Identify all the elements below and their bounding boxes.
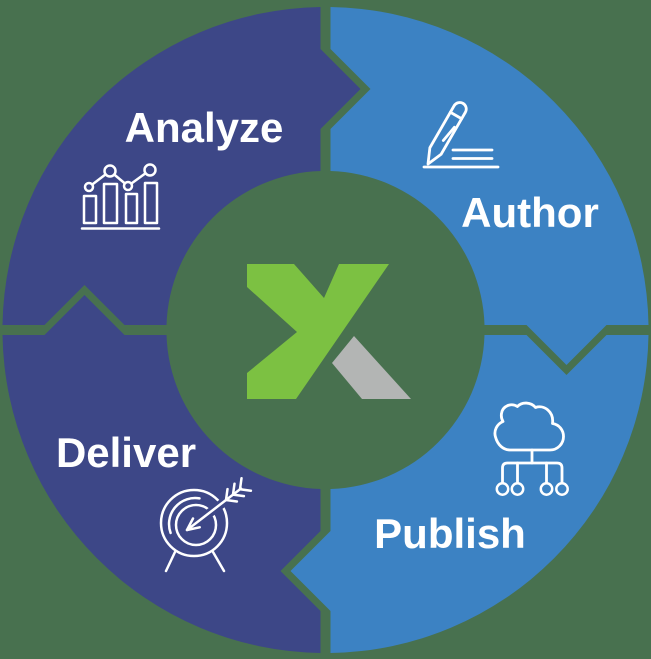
- cloud-network-icon: [493, 401, 569, 496]
- x-logo-green-part: [247, 264, 389, 399]
- segment-deliver: [2, 295, 321, 653]
- x-logo-gray-part: [332, 336, 411, 399]
- segment-analyze: [2, 7, 361, 325]
- segment-label-author: Author: [461, 189, 599, 236]
- x-logo: [247, 264, 411, 399]
- bar-chart-icon: [80, 163, 161, 230]
- segment-label-analyze: Analyze: [125, 104, 284, 151]
- pencil-icon: [422, 101, 500, 169]
- segment-label-deliver: Deliver: [56, 429, 196, 476]
- segment-label-publish: Publish: [374, 510, 526, 557]
- target-arrow-icon: [159, 477, 253, 573]
- segment-publish: [290, 335, 649, 653]
- segment-author: [330, 7, 649, 365]
